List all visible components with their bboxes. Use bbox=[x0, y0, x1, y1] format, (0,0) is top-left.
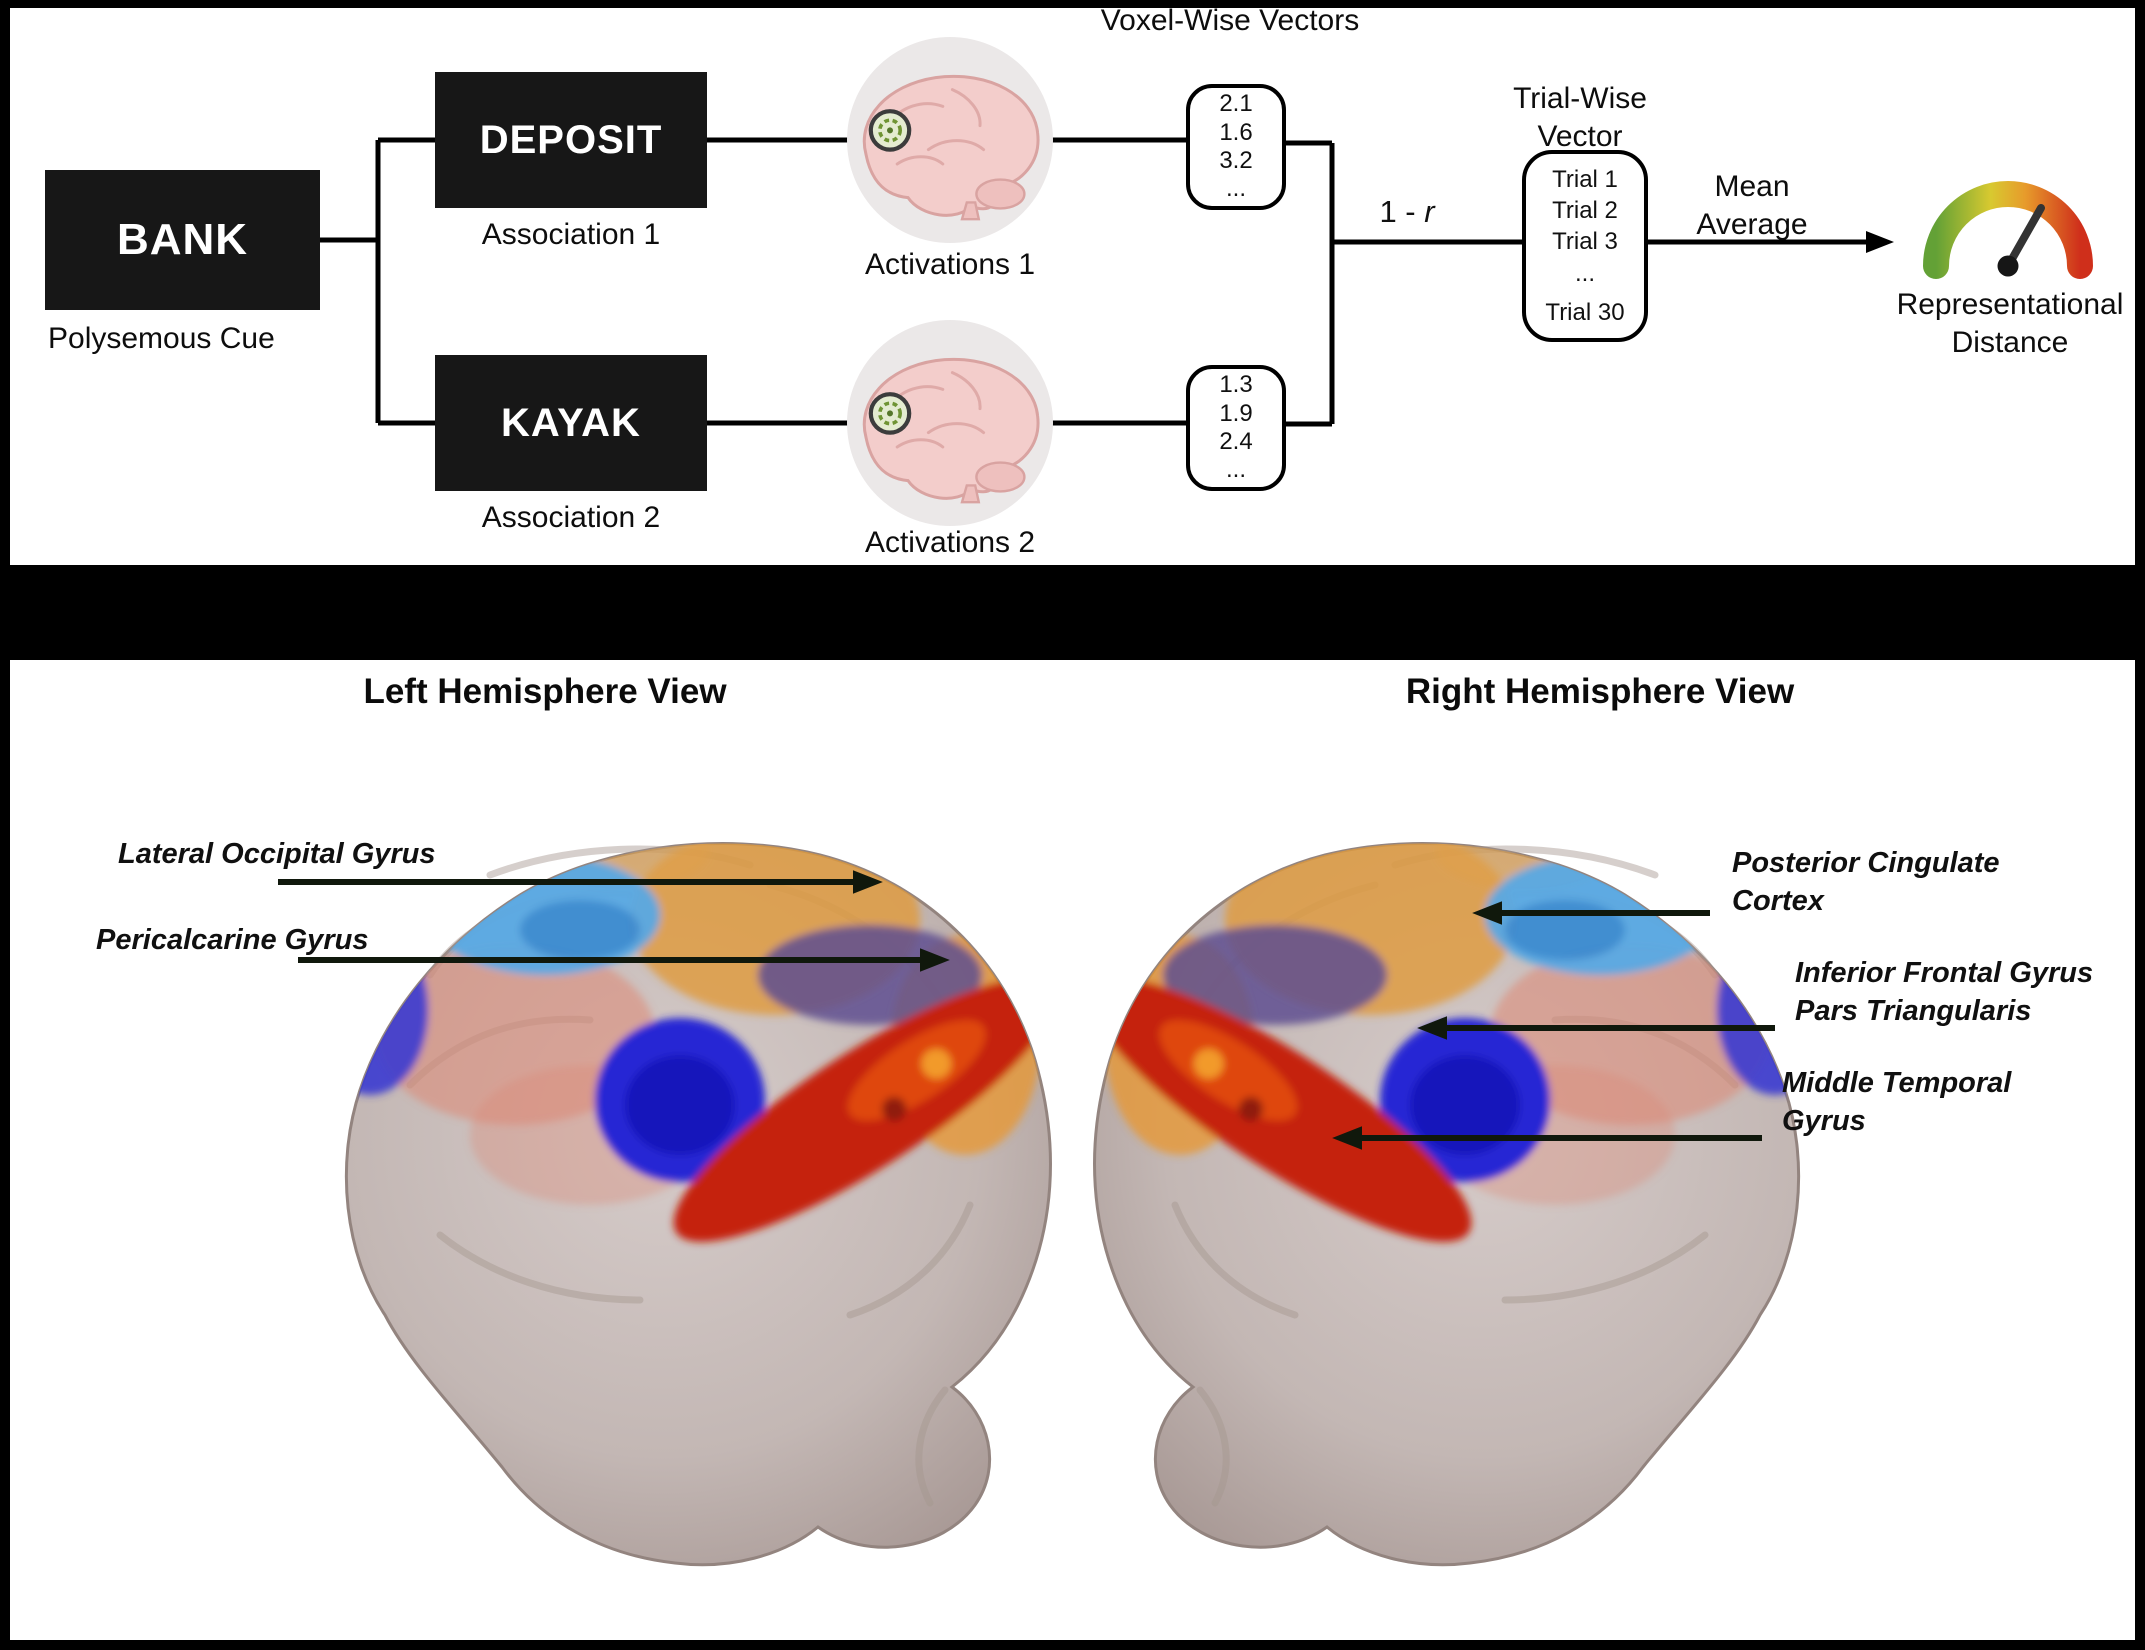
vector-value: 1.3 bbox=[1219, 371, 1253, 399]
cue-caption: Polysemous Cue bbox=[48, 322, 275, 355]
left-hemisphere-title: Left Hemisphere View bbox=[363, 672, 727, 711]
right-hemisphere-render bbox=[1060, 810, 1833, 1565]
voxel-vectors-title: Voxel-Wise Vectors bbox=[1100, 4, 1360, 37]
association1-caption: Association 1 bbox=[481, 218, 661, 251]
left-hemisphere-render bbox=[312, 810, 1085, 1565]
right-hemisphere-title: Right Hemisphere View bbox=[1405, 672, 1795, 711]
trial-vector-box: Trial 1 Trial 2 Trial 3 ... Trial 30 bbox=[1522, 150, 1648, 342]
trial-ellipsis: ... bbox=[1574, 259, 1595, 287]
association1-label: DEPOSIT bbox=[479, 117, 663, 162]
association2-label: KAYAK bbox=[501, 400, 641, 445]
activations2-caption: Activations 2 bbox=[864, 526, 1036, 559]
vector-value: 2.4 bbox=[1219, 428, 1253, 455]
label-middle-temporal-gyrus: Middle Temporal Gyrus bbox=[1782, 1067, 2012, 1137]
brain-views-graphics bbox=[278, 660, 2135, 1640]
vector-ellipsis: ... bbox=[1225, 456, 1246, 484]
voxel-vector-1: 2.1 1.6 3.2 ... bbox=[1186, 84, 1286, 210]
activations1-brain-icon bbox=[847, 37, 1053, 243]
correlation-r: r bbox=[1424, 194, 1435, 229]
cue-label: BANK bbox=[116, 215, 249, 264]
vector-value: 3.2 bbox=[1219, 147, 1253, 174]
trial-item: Trial 2 bbox=[1552, 197, 1618, 225]
trial-item: Trial 3 bbox=[1552, 228, 1618, 256]
activations1-caption: Activations 1 bbox=[864, 248, 1036, 281]
correlation-label: 1 - r bbox=[1352, 194, 1462, 230]
label-pericalcarine-gyrus: Pericalcarine Gyrus bbox=[96, 924, 369, 956]
activations2-brain-icon bbox=[847, 320, 1053, 526]
workflow-graphics bbox=[320, 37, 2093, 526]
trial-item: Trial 1 bbox=[1552, 166, 1618, 194]
association2-box: KAYAK bbox=[435, 355, 707, 491]
panel-divider bbox=[10, 565, 2135, 660]
gauge-caption: Representational Distance bbox=[1896, 288, 2124, 359]
label-posterior-cingulate-cortex: Posterior Cingulate Cortex bbox=[1732, 847, 2000, 917]
correlation-prefix: 1 - bbox=[1379, 194, 1425, 229]
trial-vector-title: Trial-Wise Vector bbox=[1513, 82, 1647, 153]
association2-caption: Association 2 bbox=[481, 501, 661, 534]
mean-average-label: Mean Average bbox=[1696, 170, 1808, 241]
vector-value: 2.1 bbox=[1219, 90, 1253, 118]
vector-value: 1.9 bbox=[1219, 399, 1253, 427]
vector-ellipsis: ... bbox=[1225, 175, 1246, 203]
gauge-icon bbox=[1923, 181, 2093, 279]
workflow-panel bbox=[10, 8, 2135, 565]
association1-box: DEPOSIT bbox=[435, 72, 707, 208]
gauge-needle bbox=[2004, 204, 2045, 270]
vector-value: 1.6 bbox=[1219, 118, 1253, 146]
label-lateral-occipital-gyrus: Lateral Occipital Gyrus bbox=[118, 838, 436, 870]
label-inferior-frontal-gyrus: Inferior Frontal Gyrus Pars Triangularis bbox=[1795, 957, 2094, 1027]
region-label-arrows bbox=[278, 870, 1775, 1150]
cue-box: BANK bbox=[45, 170, 320, 310]
trial-item: Trial 30 bbox=[1545, 298, 1625, 326]
voxel-vector-2: 1.3 1.9 2.4 ... bbox=[1186, 365, 1286, 491]
